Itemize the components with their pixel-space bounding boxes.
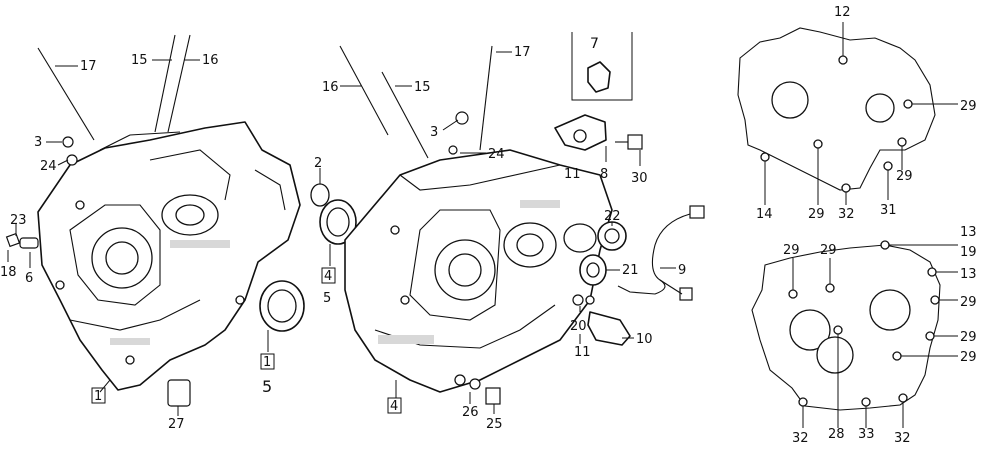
callout-gasket-29f: 29 xyxy=(960,295,977,310)
callout-gasket-12: 12 xyxy=(834,5,851,20)
callout-center-8: 8 xyxy=(600,167,608,182)
callout-center-25: 25 xyxy=(486,417,503,432)
callout-gasket-13a: 13 xyxy=(960,225,977,240)
callout-gasket-29d: 29 xyxy=(783,243,800,258)
callout-center-10: 10 xyxy=(636,332,653,347)
callout-center-11a: 11 xyxy=(564,167,581,182)
callout-center-9: 9 xyxy=(678,263,686,278)
callout-left-15: 15 xyxy=(131,53,148,68)
callout-bearing-4: 4 xyxy=(324,269,332,284)
callout-left-24: 24 xyxy=(40,159,57,174)
callout-gasket-32c: 32 xyxy=(894,431,911,446)
callout-gasket-32b: 32 xyxy=(792,431,809,446)
lower-gasket-outline xyxy=(751,240,941,411)
left-crankcase-half xyxy=(37,121,301,391)
callout-center-15: 15 xyxy=(414,80,431,95)
callout-bearing-2: 2 xyxy=(314,156,322,171)
center-crankcase-half xyxy=(344,149,613,393)
callout-center-3: 3 xyxy=(430,125,438,140)
upper-gasket-outline xyxy=(737,27,936,193)
callout-gasket-28: 28 xyxy=(828,427,845,442)
callout-left-16: 16 xyxy=(202,53,219,68)
callout-bearing-1: 1 xyxy=(263,355,271,370)
callout-left-1-box xyxy=(91,387,106,404)
callout-gasket-29e: 29 xyxy=(820,243,837,258)
callout-gasket-32a: 32 xyxy=(838,207,855,222)
callout-center-26: 26 xyxy=(462,405,479,420)
callout-left-3: 3 xyxy=(34,135,42,150)
callout-bearing-4-box xyxy=(321,267,336,284)
callout-gasket-31: 31 xyxy=(880,203,897,218)
callout-center-20: 20 xyxy=(570,319,587,334)
callout-left-6: 6 xyxy=(25,271,33,286)
callout-labels: 17 15 16 3 24 23 18 6 1 27 2 4 5 1 5 16 … xyxy=(0,5,977,446)
callout-left-23: 23 xyxy=(10,213,27,228)
callout-gasket-29g: 29 xyxy=(960,330,977,345)
callout-gasket-13b: 13 xyxy=(960,267,977,282)
center-case-hardware xyxy=(339,45,643,405)
callout-gasket-29c: 29 xyxy=(896,169,913,184)
callout-center-4: 4 xyxy=(390,399,398,414)
callout-center-24: 24 xyxy=(488,147,505,162)
leader-lines xyxy=(7,22,958,428)
callout-left-18: 18 xyxy=(0,265,17,280)
callout-gasket-33: 33 xyxy=(858,427,875,442)
callout-bearing-5: 5 xyxy=(323,291,331,306)
callout-gasket-19: 19 xyxy=(960,245,977,260)
callout-gasket-29a: 29 xyxy=(960,99,977,114)
callout-center-4-box xyxy=(387,397,402,414)
callout-left-27: 27 xyxy=(168,417,185,432)
part-7-inset xyxy=(571,32,633,101)
callout-left-1: 1 xyxy=(94,389,102,404)
callout-gasket-29b: 29 xyxy=(808,207,825,222)
sensor-wire-harness xyxy=(617,205,705,301)
bearings xyxy=(259,183,357,332)
callout-gasket-14: 14 xyxy=(756,207,773,222)
callout-center-11b: 11 xyxy=(574,345,591,360)
callout-center-22: 22 xyxy=(604,209,621,224)
callout-bearing-5b: 5 xyxy=(262,377,272,396)
callout-gasket-29h: 29 xyxy=(960,350,977,365)
callout-center-7: 7 xyxy=(590,36,599,52)
callout-center-30: 30 xyxy=(631,171,648,186)
callout-bearing-1-box xyxy=(260,353,275,370)
callout-center-21: 21 xyxy=(622,263,639,278)
callout-center-17: 17 xyxy=(514,45,531,60)
callout-center-16: 16 xyxy=(322,80,339,95)
callout-left-17: 17 xyxy=(80,59,97,74)
